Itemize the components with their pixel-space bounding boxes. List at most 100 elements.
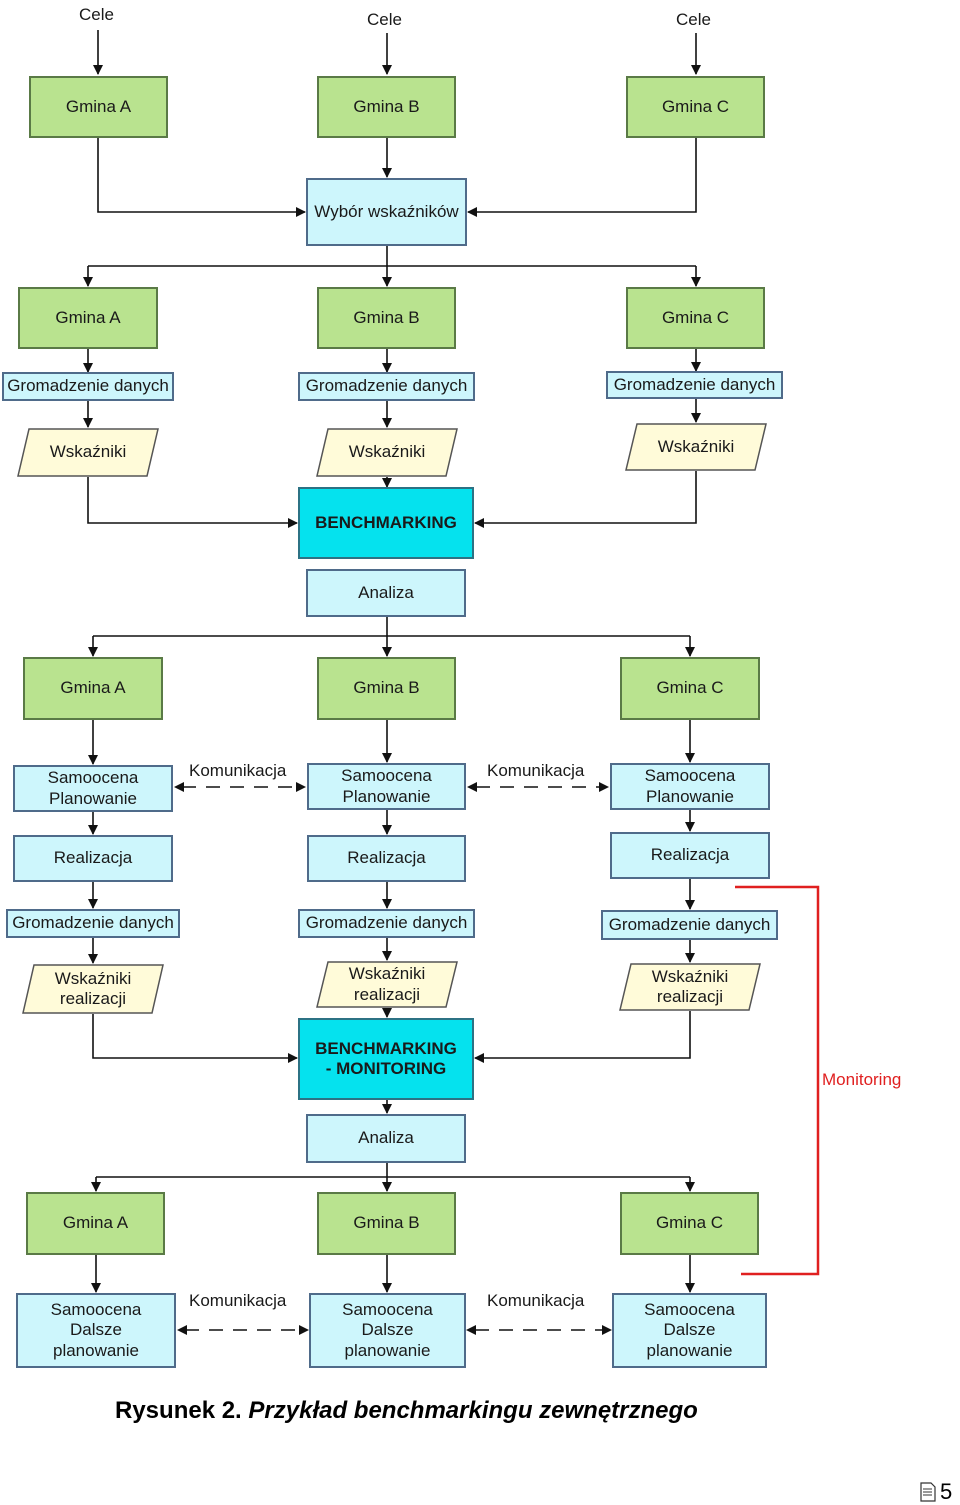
line-c-to-wybor — [467, 138, 697, 217]
wskazniki-label: Wskaźniki — [348, 442, 426, 462]
gmina-b-box[interactable]: Gmina B — [317, 657, 456, 720]
parallelogram-shape — [316, 428, 458, 477]
gmina-a-label: Gmina A — [55, 307, 121, 327]
wskazniki-label: Wskaźniki — [651, 966, 729, 986]
gmina-a-label: Gmina A — [65, 96, 132, 116]
wskazniki-label: Wskaźniki — [657, 436, 735, 456]
arrowhead — [599, 782, 609, 792]
arrowhead — [467, 782, 477, 792]
document-icon — [920, 1482, 936, 1502]
dalsze-planowanie-label: planowanie — [344, 1340, 431, 1360]
gromadzenie-danych-box[interactable]: Gromadzenie danych — [6, 909, 180, 938]
gmina-b-box[interactable]: Gmina B — [317, 76, 456, 138]
analiza-label: Analiza — [358, 582, 414, 602]
page-number: 5 — [940, 1479, 953, 1504]
gmina-c-label: Gmina C — [656, 678, 724, 698]
gmina-a-box[interactable]: Gmina A — [26, 1192, 165, 1255]
analiza-box[interactable]: Analiza — [306, 1114, 466, 1163]
gromadzenie-label: Gromadzenie danych — [305, 913, 468, 933]
line-wsk-c-bench — [474, 471, 697, 528]
samoocena-label: Samoocena — [341, 766, 432, 786]
parallelogram-shape — [619, 963, 761, 1011]
parallelogram-shape — [17, 428, 159, 477]
samoocena-dalsze-box[interactable]: Samoocena Dalsze planowanie — [309, 1293, 466, 1368]
monitoring-label: Monitoring — [822, 1070, 902, 1089]
gmina-a-box[interactable]: Gmina A — [29, 76, 168, 138]
wybor-wskaznikow-box[interactable]: Wybór wskaźników — [306, 178, 467, 246]
wskazniki-label: Wskaźniki — [348, 964, 426, 984]
realizacja-box[interactable]: Realizacja — [307, 835, 466, 882]
dalsze-planowanie-label: planowanie — [52, 1340, 139, 1360]
monitoring-bracket — [735, 885, 820, 1276]
komunikacja-label: Komunikacja — [487, 761, 585, 780]
gromadzenie-danych-box[interactable]: Gromadzenie danych — [298, 372, 475, 401]
caption-title: Przykład benchmarkingu zewnętrznego — [248, 1397, 698, 1424]
gmina-c-label: Gmina C — [655, 1213, 724, 1233]
cele-label-b: Cele — [367, 10, 402, 29]
gromadzenie-label: Gromadzenie danych — [305, 376, 468, 396]
benchmarking-label: BENCHMARKING — [315, 512, 457, 532]
gmina-c-box[interactable]: Gmina C — [626, 287, 765, 349]
gmina-b-label: Gmina B — [353, 1213, 420, 1233]
realizacji-label: realizacji — [59, 989, 127, 1008]
realizacja-box[interactable]: Realizacja — [610, 832, 770, 879]
gmina-a-box[interactable]: Gmina A — [23, 657, 163, 720]
cele-label-c: Cele — [676, 10, 711, 29]
benchmarking-box[interactable]: BENCHMARKING — [298, 487, 474, 559]
samoocena-dalsze-box[interactable]: Samoocena Dalsze planowanie — [16, 1293, 176, 1368]
gromadzenie-label: Gromadzenie danych — [613, 374, 776, 394]
gromadzenie-danych-box[interactable]: Gromadzenie danych — [606, 371, 783, 399]
komunikacja-label: Komunikacja — [189, 761, 287, 780]
wskazniki-realizacji-box[interactable]: Wskaźniki realizacji — [316, 961, 458, 1008]
gromadzenie-danych-box[interactable]: Gromadzenie danych — [298, 909, 475, 938]
arrowhead — [296, 782, 306, 792]
wskazniki-box[interactable]: Wskaźniki — [316, 428, 458, 477]
gmina-a-box[interactable]: Gmina A — [18, 287, 158, 349]
wskazniki-realizacji-box[interactable]: Wskaźniki realizacji — [22, 964, 164, 1014]
samoocena-label: Samoocena — [644, 766, 736, 786]
wskazniki-box[interactable]: Wskaźniki — [625, 423, 767, 471]
samoocena-planowanie-box[interactable]: Samoocena Planowanie — [610, 763, 770, 810]
gmina-a-label: Gmina A — [60, 678, 126, 698]
samoocena-label: Samoocena — [342, 1299, 433, 1319]
line-a-to-wybor — [97, 138, 306, 217]
dalsze-label: Dalsze — [663, 1320, 716, 1340]
komunikacja-label: Komunikacja — [487, 1291, 585, 1310]
gromadzenie-label: Gromadzenie danych — [608, 914, 771, 934]
samoocena-label: Samoocena — [47, 768, 139, 788]
gromadzenie-danych-box[interactable]: Gromadzenie danych — [2, 372, 174, 401]
figure-caption: Rysunek 2. Przykład benchmarkingu zewnęt… — [115, 1397, 698, 1425]
gmina-b-label: Gmina B — [353, 96, 420, 116]
gmina-b-box[interactable]: Gmina B — [317, 1192, 456, 1255]
page-number-area: 5 — [920, 1479, 953, 1504]
wskazniki-label: Wskaźniki — [54, 968, 132, 988]
gmina-c-box[interactable]: Gmina C — [620, 657, 760, 720]
analiza-box[interactable]: Analiza — [306, 569, 466, 617]
dalsze-planowanie-label: planowanie — [646, 1340, 733, 1360]
samoocena-dalsze-box[interactable]: Samoocena Dalsze planowanie — [612, 1293, 767, 1368]
samoocena-planowanie-box[interactable]: Samoocena Planowanie — [307, 763, 466, 810]
line-wr-a-bm — [92, 1014, 298, 1063]
wskazniki-realizacji-box[interactable]: Wskaźniki realizacji — [619, 963, 761, 1011]
planowanie-label: Planowanie — [49, 788, 137, 808]
wskazniki-box[interactable]: Wskaźniki — [17, 428, 159, 477]
gromadzenie-label: Gromadzenie danych — [12, 913, 174, 933]
realizacja-label: Realizacja — [53, 848, 133, 868]
line-wr-c-bm — [474, 1011, 691, 1063]
wskazniki-realizacji-text: Wskaźniki realizacji — [22, 964, 164, 1014]
realizacja-box[interactable]: Realizacja — [13, 835, 173, 882]
gromadzenie-label: Gromadzenie danych — [7, 376, 169, 396]
monitoring-suffix-label: - MONITORING — [325, 1059, 447, 1078]
planowanie-label: Planowanie — [646, 786, 734, 806]
planowanie-label: Planowanie — [342, 786, 431, 806]
gmina-c-box[interactable]: Gmina C — [620, 1192, 759, 1255]
benchmarking-monitoring-box[interactable]: BENCHMARKING - MONITORING — [298, 1018, 474, 1100]
gmina-b-box[interactable]: Gmina B — [317, 287, 456, 349]
gmina-c-box[interactable]: Gmina C — [626, 76, 765, 138]
gmina-b-label: Gmina B — [353, 678, 420, 698]
arrowhead — [602, 1325, 612, 1335]
gmina-a-label: Gmina A — [62, 1213, 129, 1233]
samoocena-planowanie-box[interactable]: Samoocena Planowanie — [13, 765, 173, 812]
gromadzenie-danych-box[interactable]: Gromadzenie danych — [601, 910, 778, 940]
